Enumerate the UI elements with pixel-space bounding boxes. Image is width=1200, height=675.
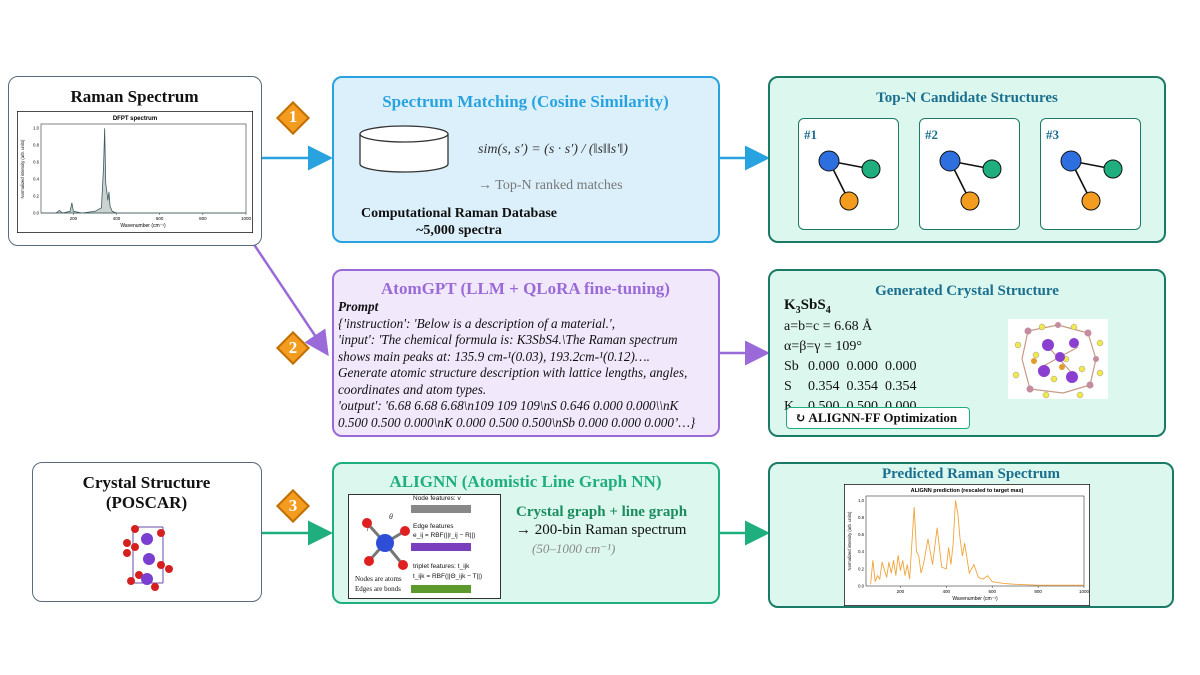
nodes-atoms-caption: Nodes are atoms [355,575,402,583]
atomgpt-box: AtomGPT (LLM + QLoRA fine-tuning) Prompt… [332,269,720,437]
candidate-structures-title: Top-N Candidate Structures [876,90,1058,106]
edge-features-label: Edge features [413,523,454,530]
dfpt-chart-title: DFPT spectrum [113,116,157,122]
spectrum-matching-box: Spectrum Matching (Cosine Similarity) si… [332,76,720,243]
generated-formula: K3SbS4 [784,297,831,316]
lattice-angles: α=β=γ = 109° [784,339,862,354]
arrow-raman-to-atomgpt [241,227,329,357]
triplet-features-label: triplet features: t_ijk [413,563,470,570]
crystal-structure-box: Crystal Structure (POSCAR) [32,462,262,602]
prompt-line-3: shows main peaks at: 135.9 cm-¹(0.03), 1… [338,348,650,364]
alignn-title: ALIGNN (Atomistic Line Graph NN) [389,472,662,491]
x-tick-label: 400 [943,589,951,594]
database-size: ~5,000 spectra [416,223,502,238]
prompt-line-1: {'instruction': 'Below is a description … [338,315,615,331]
crystal-structure-subtitle: (POSCAR) [105,493,188,512]
raman-spectrum-title: Raman Spectrum [70,87,199,106]
alignn-series-line [870,500,1084,586]
y-tick-label: 0.2 [858,566,864,571]
cosine-formula: sim(s, s′) = (s · s′) / (‖s‖‖s′‖) [478,142,628,157]
alignn-graph-figure: θ r Node features: v Edge features e_ij … [348,494,501,599]
crystal-structure-render [1008,319,1108,399]
generated-structure-title: Generated Crystal Structure [875,283,1059,299]
y-tick-label: 0.0 [33,211,39,216]
y-tick-label: 0.4 [858,549,864,554]
candidate-2-card: #2 [919,118,1020,230]
prompt-line-7: 0.500 0.500 0.000\nK 0.000 0.500 0.500\n… [338,414,696,430]
y-tick-label: 0.8 [858,515,864,520]
prompt-text-block: Prompt {'instruction': 'Below is a descr… [338,299,695,431]
x-tick-label: 800 [199,216,207,221]
svg-text:θ: θ [389,514,393,521]
alignn-ff-optimization-badge: ↻ ALIGNN-FF Optimization [786,407,970,429]
prompt-line-5: coordinates and atom types. [338,381,487,397]
alignn-output-line: → 200-bin Raman spectrum [516,522,687,538]
alignn-chart-title: ALIGNN prediction (rescaled to target ma… [911,488,1024,494]
predicted-spectrum-box: Predicted Raman Spectrum ALIGNN predicti… [768,462,1174,608]
x-tick-label: 200 [70,216,78,221]
y-tick-label: 0.0 [858,584,864,589]
alignn-prediction-chart: ALIGNN prediction (rescaled to target ma… [844,484,1090,606]
alignn-xlabel: Wavenumber (cm⁻¹) [952,596,998,602]
triplet-formula: t_ijk = RBF(||Θ_ijk − T||) [413,573,483,580]
x-tick-label: 200 [897,589,905,594]
step-1-number: 1 [288,107,298,126]
spectrum-matching-title: Spectrum Matching (Cosine Similarity) [382,92,669,111]
x-tick-label: 800 [1034,589,1042,594]
y-tick-label: 0.8 [33,143,39,148]
edges-bonds-caption: Edges are bonds [355,585,401,593]
step-2-number: 2 [288,338,298,357]
x-tick-label: 400 [113,216,121,221]
predicted-spectrum-title: Predicted Raman Spectrum [881,466,1061,482]
dfpt-xlabel: Wavenumber (cm⁻¹) [120,223,166,229]
x-tick-label: 1000 [241,216,252,221]
y-tick-label: 1.0 [858,498,864,503]
candidate-2-label: #2 [925,127,938,142]
y-tick-label: 0.6 [33,160,39,165]
generated-structure-box: Generated Crystal Structure K3SbS4 a=b=c… [768,269,1166,437]
prompt-line-2: 'input': 'The chemical formula is: K3SbS… [338,332,678,347]
y-tick-label: 0.4 [33,177,39,182]
ranked-matches-text: → Top-N ranked matches [478,178,623,193]
y-tick-label: 0.2 [33,194,39,199]
candidate-3-card: #3 [1040,118,1141,230]
x-tick-label: 600 [988,589,996,594]
database-icon [359,125,449,173]
y-tick-label: 1.0 [33,126,39,131]
crystal-structure-title: Crystal Structure [82,473,211,492]
candidate-3-molecule-icon [1060,150,1123,211]
atomgpt-title: AtomGPT (LLM + QLoRA fine-tuning) [381,279,670,298]
prompt-line-6: 'output': '6.68 6.68 6.68\n109 109 109\n… [338,398,679,413]
candidate-1-card: #1 [798,118,899,230]
alignn-ylabel: Normalized intensity (arb. units) [847,511,852,570]
candidate-1-label: #1 [804,127,817,142]
prompt-line-4: Generate atomic structure description wi… [338,365,688,380]
x-tick-label: 1000 [1079,589,1090,594]
candidate-3-label: #3 [1046,127,1059,142]
node-features-label: Node features: v [413,495,461,502]
alignn-box: ALIGNN (Atomistic Line Graph NN) θ r Nod… [332,462,720,604]
step-3-number: 3 [288,496,298,515]
database-name: Computational Raman Database [360,206,557,221]
x-tick-label: 600 [156,216,164,221]
dfpt-chart: DFPT spectrum 200 400 600 800 1000 0.0 0.2 0.4 0… [17,111,253,233]
dfpt-series-line [41,128,246,214]
dfpt-ylabel: Normalized intensity (arb. units) [20,139,25,198]
prompt-label: Prompt [338,299,379,314]
poscar-structure-render [123,525,173,591]
alignn-range-line: (50–1000 cm⁻¹) [532,541,616,556]
edge-formula: e_ij = RBF(||r_ij − R||) [413,532,476,539]
y-tick-label: 0.6 [858,532,864,537]
candidate-1-molecule-icon [818,150,881,211]
alignn-graph-line: Crystal graph + line graph [516,504,688,520]
candidate-structures-box: Top-N Candidate Structures #1 #2 #3 [768,76,1166,243]
raman-spectrum-box: Raman Spectrum DFPT spectrum 200 400 600 80… [8,76,262,246]
lattice-lengths: a=b=c = 6.68 Å [784,319,873,334]
svg-text:r: r [367,527,370,533]
candidate-2-molecule-icon [939,150,1002,211]
